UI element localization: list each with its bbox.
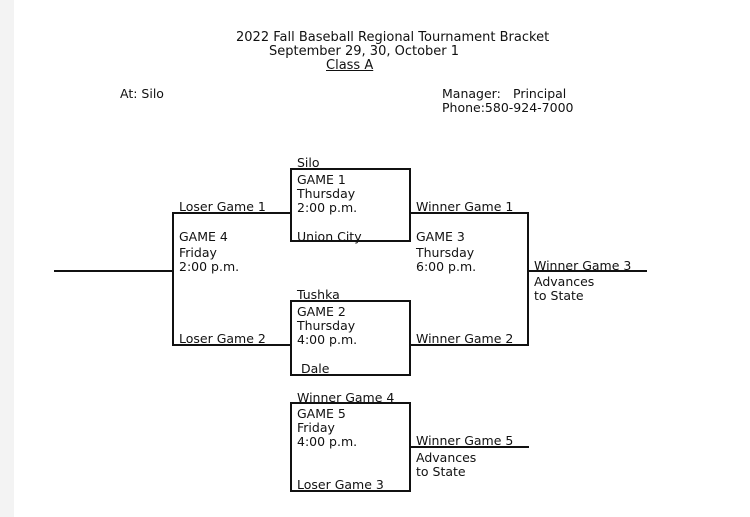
game5-box-bottom [290,490,410,492]
game1-name: GAME 1 [297,172,346,187]
game3-day: Thursday [416,245,475,260]
game4-vertical [172,212,174,346]
game3-time: 6:00 p.m. [416,259,477,274]
game4-day: Friday [179,245,217,260]
loser-game2-line [172,344,292,346]
game2-name: GAME 2 [297,304,346,319]
game1-top-team: Silo [297,155,320,170]
class-label: Class A [326,58,374,73]
game2-bottom-team: Dale [301,361,330,376]
game5-time: 4:00 p.m. [297,434,358,449]
game5-box-left [290,402,292,492]
game4-name: GAME 4 [179,229,228,244]
bracket-page: 2022 Fall Baseball Regional Tournament B… [14,0,750,517]
game2-box-bottom [290,374,410,376]
game5-day: Friday [297,420,335,435]
game5-top-slot: Winner Game 4 [297,390,395,405]
game1-box-top [290,168,410,170]
phone-number: Phone:580-924-7000 [442,100,574,115]
game1-time: 2:00 p.m. [297,200,358,215]
game2-time: 4:00 p.m. [297,332,358,347]
winner-game3-line [527,270,647,272]
game3-name: GAME 3 [416,229,465,244]
game5-advance-line2: to State [416,464,466,479]
game1-box-left [290,168,292,242]
loser-game1-line [172,212,292,214]
game4-winner-line [54,270,174,272]
game1-day: Thursday [297,186,356,201]
location: At: Silo [120,86,164,101]
manager-label: Manager: [442,86,501,101]
game2-box-right [409,300,411,376]
game2-box-left [290,300,292,376]
game5-advance-line1: Advances [416,450,477,465]
game4-top-slot: Loser Game 1 [179,199,266,214]
game5-box-top [290,402,410,404]
game4-bottom-slot: Loser Game 2 [179,331,266,346]
game5-winner: Winner Game 5 [416,433,514,448]
game4-time: 2:00 p.m. [179,259,240,274]
game3-bottom-slot: Winner Game 2 [416,331,514,346]
game1-bottom-team: Union City [297,229,362,244]
game5-name: GAME 5 [297,406,346,421]
game3-advance-line1: Advances [534,274,595,289]
winner-game2-line [409,344,529,346]
game2-day: Thursday [297,318,356,333]
game3-vertical [527,212,529,346]
game2-top-team: Tushka [297,287,340,302]
game3-winner: Winner Game 3 [534,258,632,273]
winner-game5-line [409,446,529,448]
game1-box-bottom [290,240,410,242]
game3-top-slot: Winner Game 1 [416,199,514,214]
game5-bottom-slot: Loser Game 3 [297,477,384,492]
game3-advance-line2: to State [534,288,584,303]
manager-value: Principal [513,86,567,101]
game2-box-top [290,300,410,302]
winner-game1-line [409,212,529,214]
tournament-dates: September 29, 30, October 1 [269,44,460,59]
game1-box-right [409,168,411,242]
bracket-title: 2022 Fall Baseball Regional Tournament B… [236,30,550,45]
